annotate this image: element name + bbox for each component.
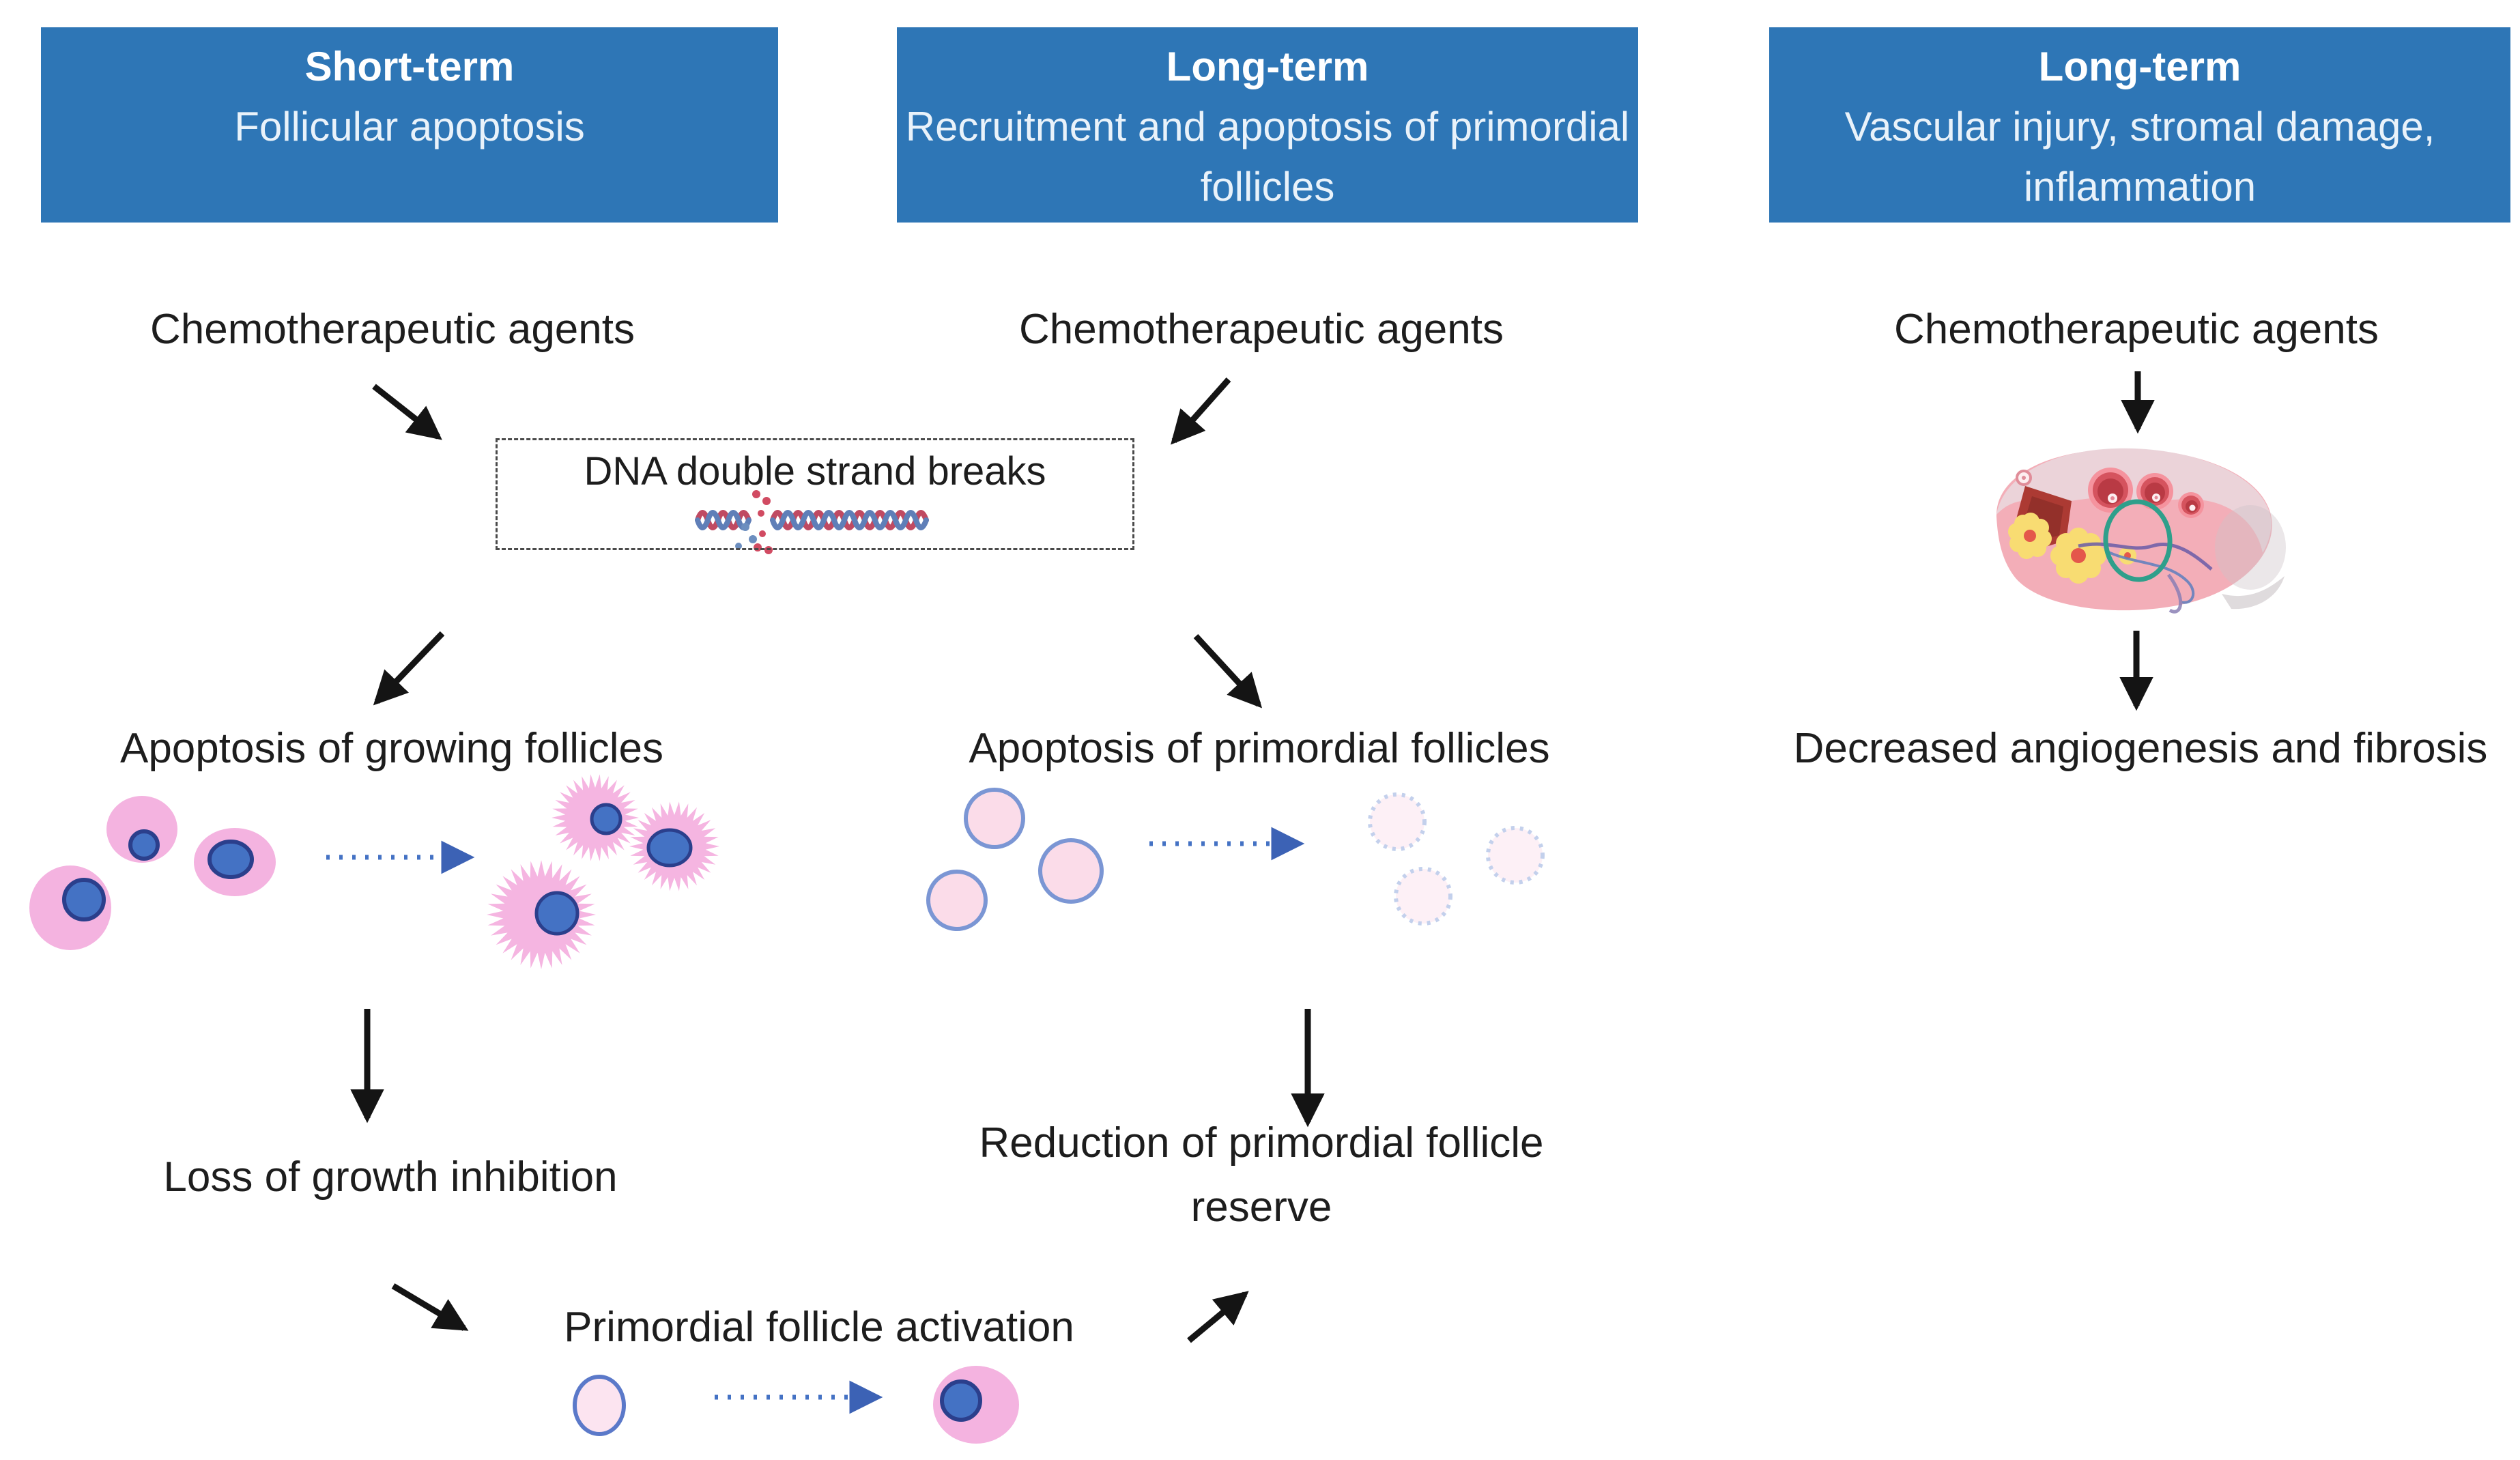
arrow-dna-to-primordial — [1193, 633, 1263, 708]
label-chemo-agents-middle: Chemotherapeutic agents — [1018, 306, 1504, 353]
dna-box: DNA double strand breaks — [496, 438, 1134, 550]
header-title: Long-term — [1166, 44, 1369, 89]
label-apoptosis-primordial: Apoptosis of primordial follicles — [969, 725, 1550, 772]
transition-arrows — [326, 827, 1305, 1414]
header-title: Long-term — [2038, 44, 2242, 89]
label-chemo-agents-left: Chemotherapeutic agents — [149, 306, 635, 353]
label-decreased-angiogenesis: Decreased angiogenesis and fibrosis — [1793, 725, 2488, 772]
arrow-chemo-left-to-dna — [372, 384, 442, 440]
flow-arrows — [350, 371, 2155, 1343]
header-long-term-vascular: Long-term Vascular injury, stromal damag… — [1769, 27, 2510, 223]
label-primordial-activation: Primordial follicle activation — [564, 1304, 1074, 1351]
header-subtitle: Follicular apoptosis — [234, 104, 585, 149]
growing-follicles-apoptotic-icon — [487, 774, 719, 969]
primordial-follicles-apoptotic-icon — [1368, 792, 1545, 926]
dna-fragment-dots-blue — [735, 523, 757, 549]
arrow-chemo-middle-to-dna — [1171, 377, 1231, 445]
primordial-follicle-single-icon — [573, 1375, 626, 1436]
ovary-icon — [1996, 448, 2286, 614]
activated-follicle-icon — [933, 1366, 1019, 1444]
arrow-loss-to-activation — [391, 1283, 469, 1331]
header-long-term-recruitment: Long-term Recruitment and apoptosis of p… — [897, 27, 1638, 223]
primordial-follicles-healthy-icon — [926, 788, 1104, 931]
growing-follicles-healthy-icon — [29, 796, 276, 950]
header-title: Short-term — [304, 44, 515, 89]
label-chemo-agents-right: Chemotherapeutic agents — [1893, 306, 2379, 353]
arrow-dna-to-growing — [373, 631, 445, 706]
header-short-term: Short-term Follicular apoptosis — [41, 27, 778, 223]
arrow-activation-to-reduction — [1187, 1291, 1249, 1343]
header-subtitle: Vascular injury, stromal damage, inflamm… — [1844, 104, 2435, 210]
label-apoptosis-growing: Apoptosis of growing follicles — [119, 725, 664, 772]
teal-highlight-circle-icon — [2103, 499, 2173, 582]
corpus-luteum-icon — [2008, 513, 2136, 584]
header-subtitle: Recruitment and apoptosis of primordial … — [905, 104, 1630, 210]
label-reduction-reserve: Reduction of primordial follicle reserve — [979, 1119, 1544, 1231]
label-dna-double-strand-breaks: DNA double strand breaks — [584, 449, 1046, 493]
label-loss-growth-inhibition: Loss of growth inhibition — [163, 1154, 618, 1201]
